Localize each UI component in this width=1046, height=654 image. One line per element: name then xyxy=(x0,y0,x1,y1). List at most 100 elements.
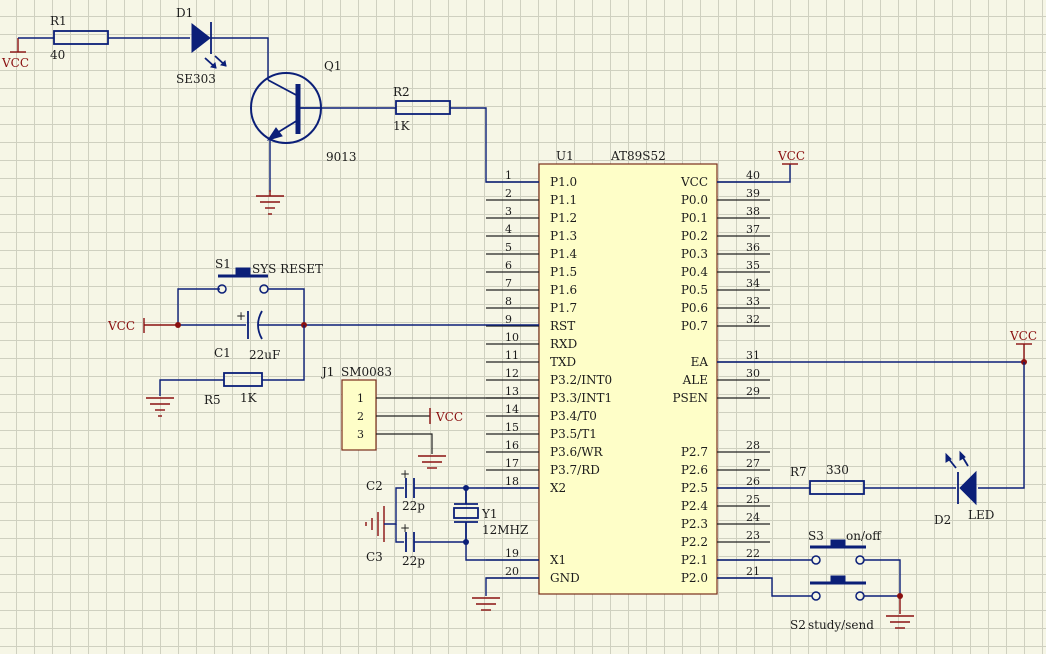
c1-ref: C1 xyxy=(214,346,231,360)
u1-pin-number: 18 xyxy=(505,475,519,488)
u1-pin-name: P0.5 xyxy=(681,283,708,297)
s3-ref: S3 xyxy=(808,529,824,543)
u1-pin-name: P1.4 xyxy=(550,247,578,261)
vcc-label: VCC xyxy=(435,410,463,424)
c1-value: 22uF xyxy=(249,348,280,362)
s2-value: study/send xyxy=(808,618,874,632)
d1-ref: D1 xyxy=(176,6,193,20)
u1-pin-number: 16 xyxy=(505,439,519,452)
u1-pin-name: P1.1 xyxy=(550,193,577,207)
c2-value: 22p xyxy=(402,499,425,513)
u1-pin-number: 34 xyxy=(746,277,760,290)
u1-pin-number: 15 xyxy=(505,421,519,434)
u1-pin-name: P1.3 xyxy=(550,229,577,243)
j1-pin2: 2 xyxy=(357,410,364,423)
c3-ref: C3 xyxy=(366,550,383,564)
resistor-r7: R7 330 xyxy=(790,463,865,495)
u1-pin-name: P3.5/T1 xyxy=(550,427,597,441)
u1-pin-name: RXD xyxy=(550,337,577,351)
ground-j1 xyxy=(418,455,446,469)
r5-ref: R5 xyxy=(204,393,221,407)
u1-pin-number: 6 xyxy=(505,259,512,272)
j1-value: SM0083 xyxy=(341,365,392,379)
resistor-r2: R2 1K xyxy=(393,85,451,133)
u1-pin-name: X2 xyxy=(550,481,566,495)
vcc-symbol-ea: VCC xyxy=(1009,329,1037,362)
u1-pin-name: X1 xyxy=(550,553,566,567)
u1-pin-number: 39 xyxy=(746,187,760,200)
junction xyxy=(463,485,469,491)
u1-right-pins: 40VCC39P0.038P0.137P0.236P0.335P0.434P0.… xyxy=(672,169,770,585)
u1-pin-number: 13 xyxy=(505,385,519,398)
u1-pin-number: 23 xyxy=(746,529,760,542)
u1-pin-number: 33 xyxy=(746,295,760,308)
r2-value: 1K xyxy=(393,119,411,133)
c2-ref: C2 xyxy=(366,479,383,493)
c3-value: 22p xyxy=(402,554,425,568)
u1-pin-name: GND xyxy=(550,571,580,585)
u1-pin-number: 40 xyxy=(746,169,760,182)
ground-q1 xyxy=(256,190,284,215)
u1-part: AT89S52 xyxy=(610,149,666,163)
u1-pin-name: P1.2 xyxy=(550,211,577,225)
c2-plus: + xyxy=(400,467,410,481)
q1-ref: Q1 xyxy=(324,59,341,73)
j1-ref: J1 xyxy=(320,365,334,379)
d1-value: SE303 xyxy=(176,72,216,86)
u1-pin-number: 28 xyxy=(746,439,760,452)
crystal-y1: Y1 12MHZ xyxy=(453,488,528,542)
u1-pin-number: 7 xyxy=(505,277,512,290)
u1-pin-number: 27 xyxy=(746,457,760,470)
u1-pin-number: 17 xyxy=(505,457,519,470)
u1-pin-name: P1.7 xyxy=(550,301,577,315)
u1-pin-name: P3.7/RD xyxy=(550,463,600,477)
u1-pin-number: 31 xyxy=(746,349,760,362)
capacitor-c3: + C3 22p xyxy=(366,521,425,568)
u1-pin-name: P3.4/T0 xyxy=(550,409,597,423)
u1-pin-name: P3.3/INT1 xyxy=(550,391,612,405)
r2-ref: R2 xyxy=(393,85,410,99)
u1-pin-number: 22 xyxy=(746,547,760,560)
u1-pin-number: 12 xyxy=(505,367,519,380)
resistor-r5: R5 1K xyxy=(204,372,263,407)
u1-pin-number: 37 xyxy=(746,223,760,236)
s3-value: on/off xyxy=(846,529,882,543)
u1-pin-number: 26 xyxy=(746,475,760,488)
switch-s2: S2 study/send xyxy=(790,575,874,632)
u1-pin-name: P1.0 xyxy=(550,175,577,189)
s2-ref: S2 xyxy=(790,618,806,632)
u1-pin-number: 11 xyxy=(505,349,519,362)
u1-pin-name: P0.7 xyxy=(681,319,708,333)
u1-pin-number: 4 xyxy=(505,223,512,236)
u1-pin-name: P2.1 xyxy=(681,553,708,567)
switch-s3: S3 on/off xyxy=(808,529,882,565)
j1-pin3: 3 xyxy=(357,428,364,441)
r5-value: 1K xyxy=(240,391,258,405)
u1-pin-name: P2.3 xyxy=(681,517,708,531)
s1-value: SYS RESET xyxy=(252,262,323,276)
vcc-symbol-r1: VCC xyxy=(1,38,29,70)
ground-osc xyxy=(365,506,385,542)
u1-pin-name: P2.5 xyxy=(681,481,708,495)
u1-pin-name: P2.6 xyxy=(681,463,708,477)
u1-pin-number: 20 xyxy=(505,565,519,578)
capacitor-c1: + C1 22uF xyxy=(214,309,280,362)
r7-ref: R7 xyxy=(790,465,807,479)
u1-pin-number: 24 xyxy=(746,511,760,524)
u1-body xyxy=(538,163,718,595)
junction xyxy=(463,539,469,545)
u1-pin-name: TXD xyxy=(550,355,576,369)
u1-pin-number: 1 xyxy=(505,169,512,182)
u1-pin-name: P0.2 xyxy=(681,229,708,243)
junction xyxy=(175,322,181,328)
r1-value: 40 xyxy=(50,48,65,62)
u1-pin-name: P0.0 xyxy=(681,193,708,207)
u1-pin-name: P1.6 xyxy=(550,283,577,297)
connector-j1: J1 SM0083 1 2 3 xyxy=(320,365,392,451)
vcc-symbol-j1: VCC xyxy=(429,408,463,424)
u1-pin-number: 38 xyxy=(746,205,760,218)
j1-pin1: 1 xyxy=(357,392,364,405)
r1-ref: R1 xyxy=(50,14,67,28)
